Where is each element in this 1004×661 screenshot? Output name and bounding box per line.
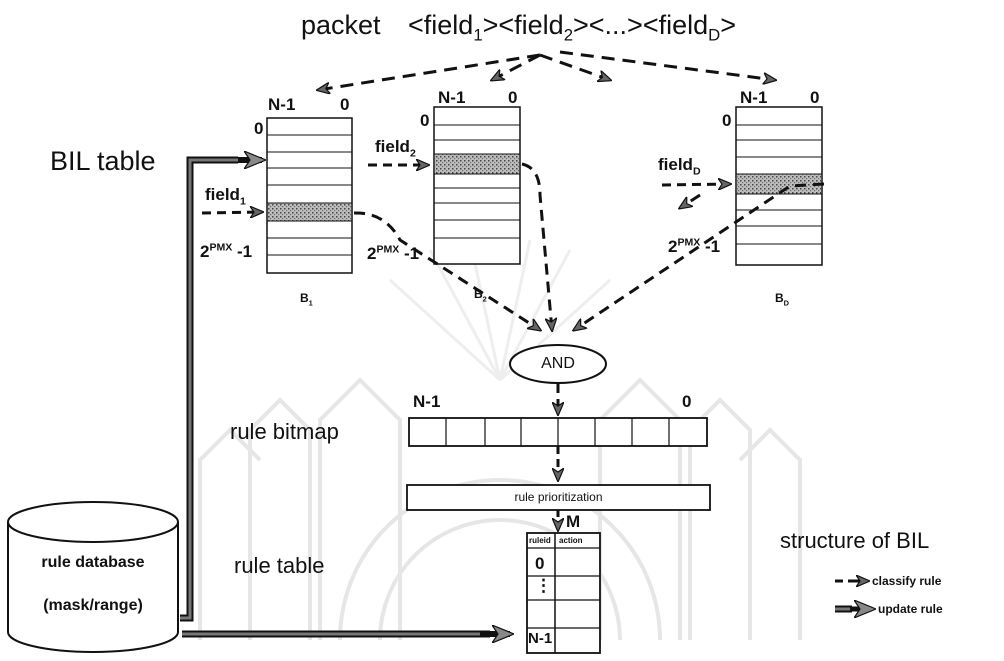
legend-update-label: update rule	[878, 603, 943, 615]
rule-table-label: rule table	[234, 555, 325, 577]
bil-table-label: BIL table	[50, 148, 156, 175]
legend-icons	[835, 581, 872, 609]
rule-bitmap-label: rule bitmap	[230, 421, 339, 443]
database-line2: (mask/range)	[8, 598, 178, 614]
rule-table-row-last: N-1	[528, 631, 552, 646]
b2-field-label: field2	[375, 138, 416, 155]
legend-title: structure of BIL	[780, 530, 929, 552]
b1-field-label: field1	[205, 186, 246, 203]
bitmap-lsb-label: 0	[682, 393, 691, 410]
packet-arrows	[318, 52, 775, 90]
and-gate-label: AND	[510, 356, 606, 372]
database-line1: rule database	[8, 555, 178, 571]
b2-rowmax-label: 2PMX -1	[367, 245, 419, 262]
rule-table-row-mid: ⋮	[535, 577, 552, 594]
bd-rowmax-label: 2PMX -1	[668, 238, 720, 255]
rule-database-cylinder	[8, 502, 178, 652]
rule-table-col-action: action	[559, 537, 583, 545]
rule-table-col-ruleid: ruleid	[529, 537, 551, 545]
b2-row0-label: 0	[420, 112, 429, 129]
b2-msb-label: N-1	[438, 89, 465, 106]
bd-field-label: fieldD	[658, 156, 701, 173]
bd-row0-label: 0	[722, 112, 731, 129]
bil-table-b1	[267, 118, 352, 273]
b1-lsb-label: 0	[340, 96, 349, 113]
rule-table-row-first: 0	[535, 555, 544, 572]
prioritization-label: rule prioritization	[407, 491, 710, 503]
bd-msb-label: N-1	[740, 89, 767, 106]
b2-lsb-label: 0	[508, 89, 517, 106]
bitmap-msb-label: N-1	[413, 393, 440, 410]
m-label: M	[566, 513, 580, 530]
b2-name: B2	[474, 288, 487, 300]
bil-table-b2	[434, 107, 520, 264]
rule-bitmap-shape	[409, 418, 707, 446]
b1-rowmax-label: 2PMX -1	[200, 243, 252, 260]
bd-name: BD	[775, 292, 789, 304]
packet-fields: <field1><field2><...><fieldD>	[408, 12, 736, 39]
b1-name: B1	[300, 292, 313, 304]
b1-msb-label: N-1	[268, 96, 295, 113]
bd-lsb-label: 0	[810, 89, 819, 106]
packet-label: packet	[301, 12, 381, 39]
legend-classify-label: classify rule	[872, 575, 941, 587]
bil-table-bd	[736, 107, 822, 265]
b1-row0-label: 0	[254, 120, 263, 137]
